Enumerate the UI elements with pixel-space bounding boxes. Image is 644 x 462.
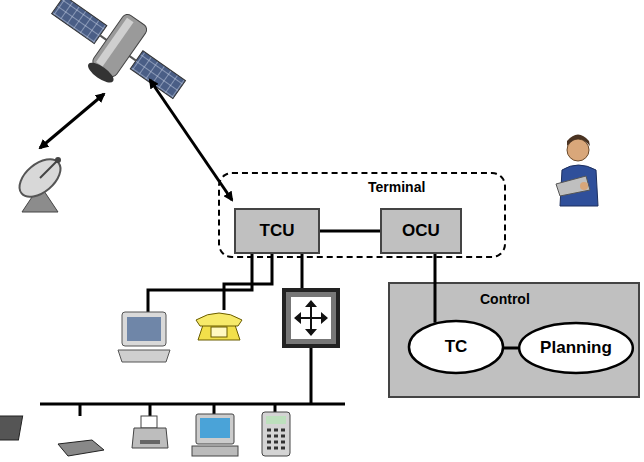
terminal-group: TerminalTCU OCU [218, 172, 506, 258]
laptop-icon [0, 416, 104, 456]
process-ellipse: TC [408, 320, 504, 374]
printer-icon [132, 416, 168, 448]
computer-icon [192, 414, 238, 456]
dish-antenna-icon [13, 152, 68, 212]
radio-link [40, 94, 104, 148]
telephone-icon [196, 313, 242, 340]
connector-line [504, 347, 518, 350]
connector-line [434, 254, 437, 323]
node-label: Planning [540, 338, 612, 358]
fax-icon [262, 412, 290, 456]
control-panel: ControlTC Planning [388, 282, 640, 398]
node-label: OCU [402, 221, 440, 241]
process-ellipse: Planning [518, 322, 634, 374]
router-icon [284, 290, 338, 346]
node-label: Terminal [368, 179, 425, 195]
node-label: TC [445, 337, 468, 357]
satellite-icon [37, 0, 198, 120]
unit-box: TCU [234, 208, 320, 254]
computer-icon [118, 312, 170, 362]
node-label: TCU [260, 221, 295, 241]
connector-line [320, 230, 380, 233]
cable [40, 254, 345, 416]
unit-box: OCU [380, 208, 462, 254]
person-icon [556, 135, 598, 207]
node-label: Control [480, 291, 530, 307]
